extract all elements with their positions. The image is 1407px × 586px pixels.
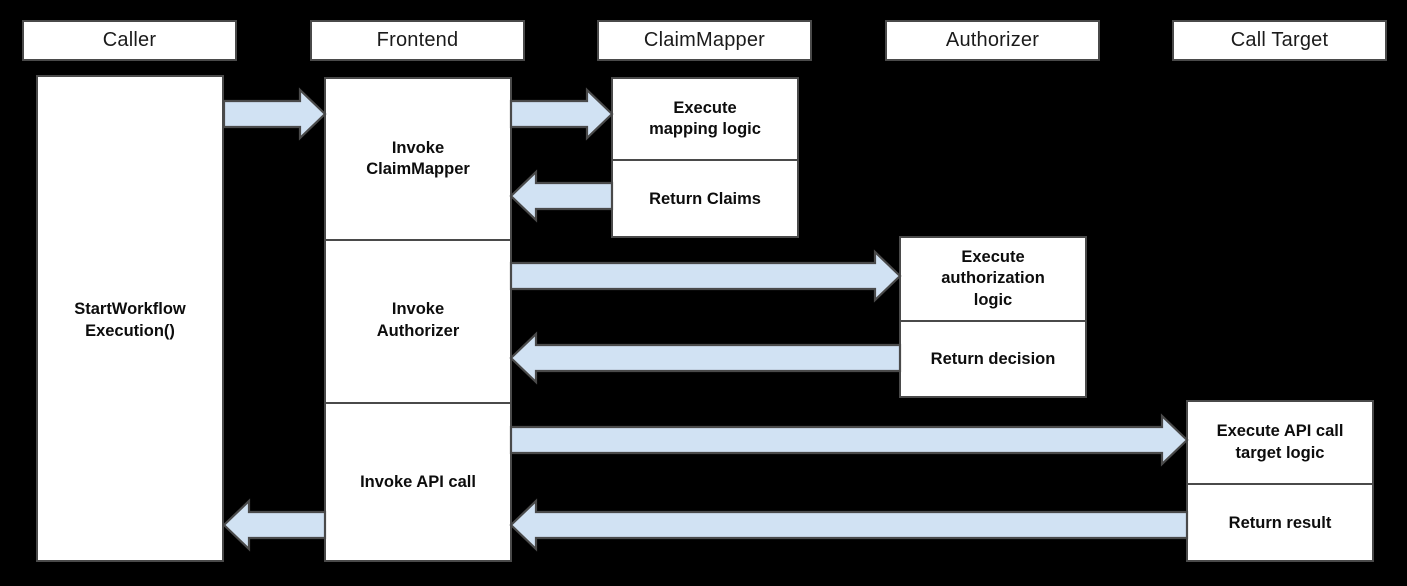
activation-authorizer-segment-2: Return decision (930, 350, 1056, 369)
lane-header-authorizer[interactable]: Authorizer (885, 20, 1100, 61)
activation-frontend-segment-3: Invoke API call (360, 473, 476, 492)
lane-header-claimmapper-label: ClaimMapper (643, 29, 766, 51)
lane-header-authorizer-label: Authorizer (945, 29, 1040, 51)
activation-claimmapper-divider-1 (613, 159, 797, 161)
message-arrow-return-decision[interactable] (509, 331, 902, 385)
lane-header-claimmapper[interactable]: ClaimMapper (597, 20, 812, 61)
message-arrow-return-result[interactable] (509, 498, 1189, 552)
activation-authorizer-divider-1 (901, 320, 1085, 322)
message-arrow-start-workflow[interactable] (222, 87, 327, 141)
lane-header-calltarget[interactable]: Call Target (1172, 20, 1387, 61)
activation-calltarget-segment-2: Return result (1228, 513, 1332, 532)
activation-claimmapper-segment-2: Return Claims (649, 189, 761, 208)
message-arrow-return-caller[interactable] (222, 498, 327, 552)
lane-header-frontend[interactable]: Frontend (310, 20, 525, 61)
message-arrow-return-claims[interactable] (509, 169, 614, 223)
lane-header-caller[interactable]: Caller (22, 20, 237, 61)
activation-frontend-divider-1 (326, 239, 510, 241)
lane-header-frontend-label: Frontend (376, 29, 459, 51)
message-arrow-invoke-claimmapper[interactable] (509, 87, 614, 141)
lane-header-calltarget-label: Call Target (1230, 29, 1329, 51)
activation-frontend-divider-2 (326, 402, 510, 404)
activation-calltarget-divider-1 (1188, 483, 1372, 485)
message-arrow-invoke-api-call[interactable] (509, 413, 1189, 467)
message-arrow-invoke-authorizer[interactable] (509, 249, 902, 303)
lane-header-caller-label: Caller (102, 29, 157, 51)
